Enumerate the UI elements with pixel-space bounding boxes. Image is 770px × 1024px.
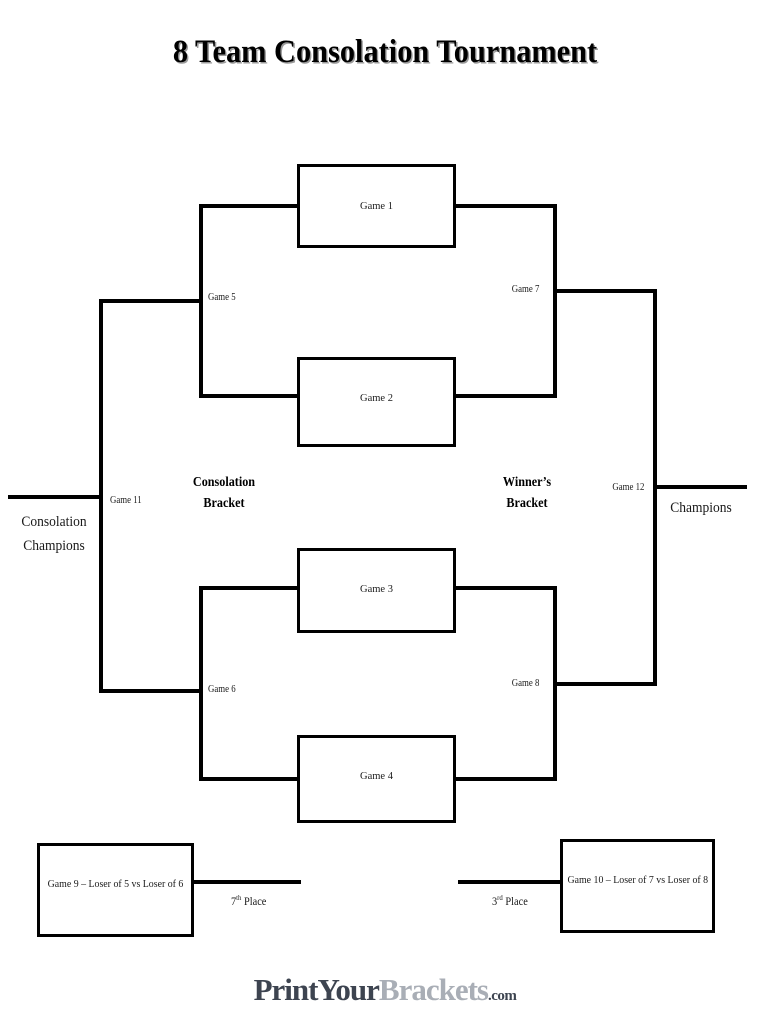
logo-part-brackets: Brackets xyxy=(378,972,489,1007)
consolation-heading-line2: Bracket xyxy=(203,495,245,510)
game-box-label: Game 4 xyxy=(360,771,393,782)
connector-game11-top xyxy=(99,299,201,303)
connector-game6-spine xyxy=(199,586,203,781)
game-label-game-7: Game 7 xyxy=(511,284,540,295)
champions-label: Champions xyxy=(670,500,732,516)
place-label-3rd: 3rd Place xyxy=(492,893,528,908)
connector-game11-spine xyxy=(99,299,103,693)
place-label-7th: 7th Place xyxy=(231,893,266,908)
game-box-game-1[interactable]: Game 1 xyxy=(297,164,456,248)
consolation-champions-line2: Champions xyxy=(23,538,85,554)
connector-game7-bottom xyxy=(455,394,557,398)
connector-game7-spine xyxy=(553,204,557,398)
game-label-game-5: Game 5 xyxy=(208,292,236,303)
connector-game8-bottom xyxy=(455,777,557,781)
consolation-heading-line1: Consolation xyxy=(192,474,256,489)
game-box-game-9[interactable]: Game 9 – Loser of 5 vs Loser of 6 xyxy=(37,843,194,937)
game-box-label: Game 1 xyxy=(360,201,393,212)
game-label-game-6: Game 6 xyxy=(208,684,236,695)
game-label-game-11: Game 11 xyxy=(110,495,142,506)
place-number: 3 xyxy=(491,895,498,908)
game-label-game-12: Game 12 xyxy=(612,482,645,493)
connector-game6-top xyxy=(199,586,298,590)
logo-part-print-your: PrintYour xyxy=(253,972,380,1007)
game-box-label: Game 10 – Loser of 7 vs Loser of 8 xyxy=(567,875,709,886)
connector-game5-top xyxy=(199,204,298,208)
consolation-champions-label: Consolation Champions xyxy=(9,510,99,558)
logo-part-dot-com: .com xyxy=(488,988,517,1004)
winners-heading-line1: Winner’s xyxy=(502,474,552,489)
connector-game12-bottom xyxy=(553,682,657,686)
page-title: 8 Team Consolation Tournament xyxy=(172,34,598,70)
place-suffix: th xyxy=(236,893,242,902)
place-number: 7 xyxy=(230,895,237,908)
connector-game11-bottom xyxy=(99,689,201,693)
game-box-game-3[interactable]: Game 3 xyxy=(297,548,456,633)
connector-7th-place xyxy=(192,880,301,884)
consolation-bracket-heading: Consolation Bracket xyxy=(179,471,269,513)
game-box-label: Game 9 – Loser of 5 vs Loser of 6 xyxy=(47,879,184,890)
game-label-game-8: Game 8 xyxy=(511,678,540,689)
connector-game6-bottom xyxy=(199,777,298,781)
connector-champion xyxy=(653,485,747,489)
consolation-champions-line1: Consolation xyxy=(21,514,87,530)
place-word: Place xyxy=(243,895,267,908)
game-box-game-2[interactable]: Game 2 xyxy=(297,357,456,447)
winners-bracket-heading: Winner’s Bracket xyxy=(482,471,572,513)
connector-game12-top xyxy=(553,289,657,293)
connector-consolation-champion xyxy=(8,495,101,499)
printyourbrackets-logo[interactable]: PrintYourBrackets.com xyxy=(0,972,770,1008)
connector-game8-top xyxy=(455,586,557,590)
winners-heading-line2: Bracket xyxy=(506,495,548,510)
game-box-game-10[interactable]: Game 10 – Loser of 7 vs Loser of 8 xyxy=(560,839,715,933)
place-word: Place xyxy=(505,895,528,908)
game-box-game-4[interactable]: Game 4 xyxy=(297,735,456,823)
connector-game7-top xyxy=(455,204,557,208)
game-box-label: Game 3 xyxy=(360,584,393,595)
place-suffix: rd xyxy=(497,893,503,902)
connector-game5-bottom xyxy=(199,394,298,398)
connector-game5-spine xyxy=(199,204,203,398)
connector-3rd-place xyxy=(458,880,563,884)
game-box-label: Game 2 xyxy=(360,393,393,404)
